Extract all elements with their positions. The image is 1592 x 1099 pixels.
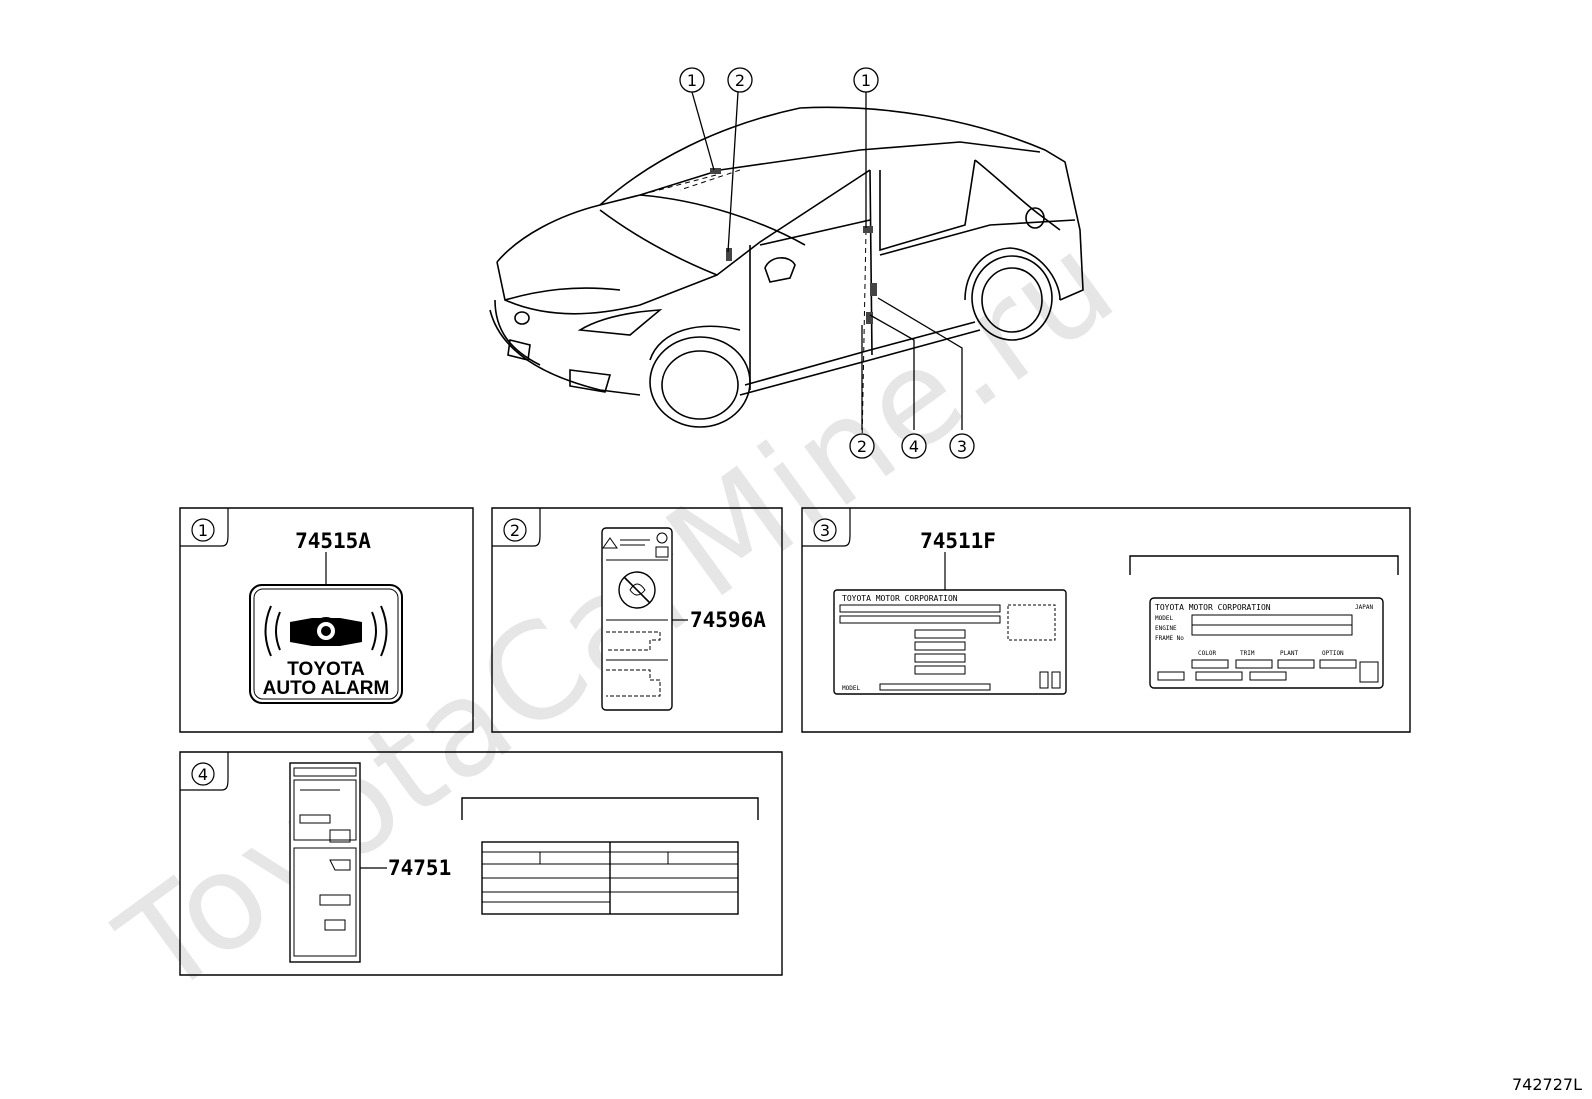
- callout-leaders: [691, 91, 963, 430]
- callout-4-bottom: 4: [901, 433, 927, 459]
- panel-2-airbag-label: 2 74596A: [491, 507, 783, 733]
- svg-text:TOYOTA MOTOR CORPORATION: TOYOTA MOTOR CORPORATION: [1155, 603, 1271, 612]
- svg-text:MODEL: MODEL: [842, 685, 860, 692]
- diagram-reference: 742727L: [1512, 1075, 1582, 1094]
- svg-text:TOYOTA: TOYOTA: [287, 659, 365, 680]
- callout-1-top: 1: [679, 67, 705, 93]
- svg-text:PLANT: PLANT: [1280, 650, 1298, 657]
- part-number-74511F: 74511F: [920, 529, 996, 553]
- svg-text:2: 2: [857, 437, 867, 456]
- svg-text:OPTION: OPTION: [1322, 650, 1344, 657]
- svg-text:3: 3: [820, 521, 830, 540]
- callout-1-door: 1: [853, 67, 879, 93]
- panel-1-alarm-label: 1 74515A TOYOTA AUTO ALARM: [179, 507, 474, 733]
- svg-text:MODEL: MODEL: [1155, 615, 1173, 622]
- part-number-74596A: 74596A: [690, 608, 766, 632]
- callout-2-top: 2: [727, 67, 753, 93]
- svg-text:TRIM: TRIM: [1240, 650, 1255, 657]
- alarm-icon: [264, 605, 388, 657]
- part-number-74751: 74751: [388, 856, 451, 880]
- svg-text:TOYOTA MOTOR CORPORATION: TOYOTA MOTOR CORPORATION: [842, 594, 958, 603]
- svg-text:2: 2: [735, 71, 745, 90]
- svg-text:1: 1: [687, 71, 697, 90]
- svg-text:3: 3: [957, 437, 967, 456]
- svg-text:ENGINE: ENGINE: [1155, 625, 1177, 632]
- svg-text:1: 1: [198, 521, 208, 540]
- part-number-74515A: 74515A: [295, 529, 371, 553]
- svg-text:AUTO ALARM: AUTO ALARM: [263, 678, 390, 699]
- svg-text:4: 4: [909, 437, 919, 456]
- svg-text:2: 2: [510, 521, 520, 540]
- car-illustration: [489, 106, 1084, 446]
- panel-4-tire-placard: 4 74751: [179, 751, 783, 976]
- svg-text:JAPAN: JAPAN: [1355, 604, 1373, 611]
- callout-3-bottom: 3: [949, 433, 975, 459]
- svg-text:4: 4: [198, 765, 208, 784]
- car-label-marks: [710, 168, 877, 324]
- svg-text:1: 1: [861, 71, 871, 90]
- svg-text:COLOR: COLOR: [1198, 650, 1216, 657]
- callout-2-bottom: 2: [849, 433, 875, 459]
- svg-text:FRAME No: FRAME No: [1155, 635, 1184, 642]
- panel-3-vehicle-id-plate: 3 74511F TOYOTA MOTOR CORPORATION MODEL …: [801, 507, 1411, 733]
